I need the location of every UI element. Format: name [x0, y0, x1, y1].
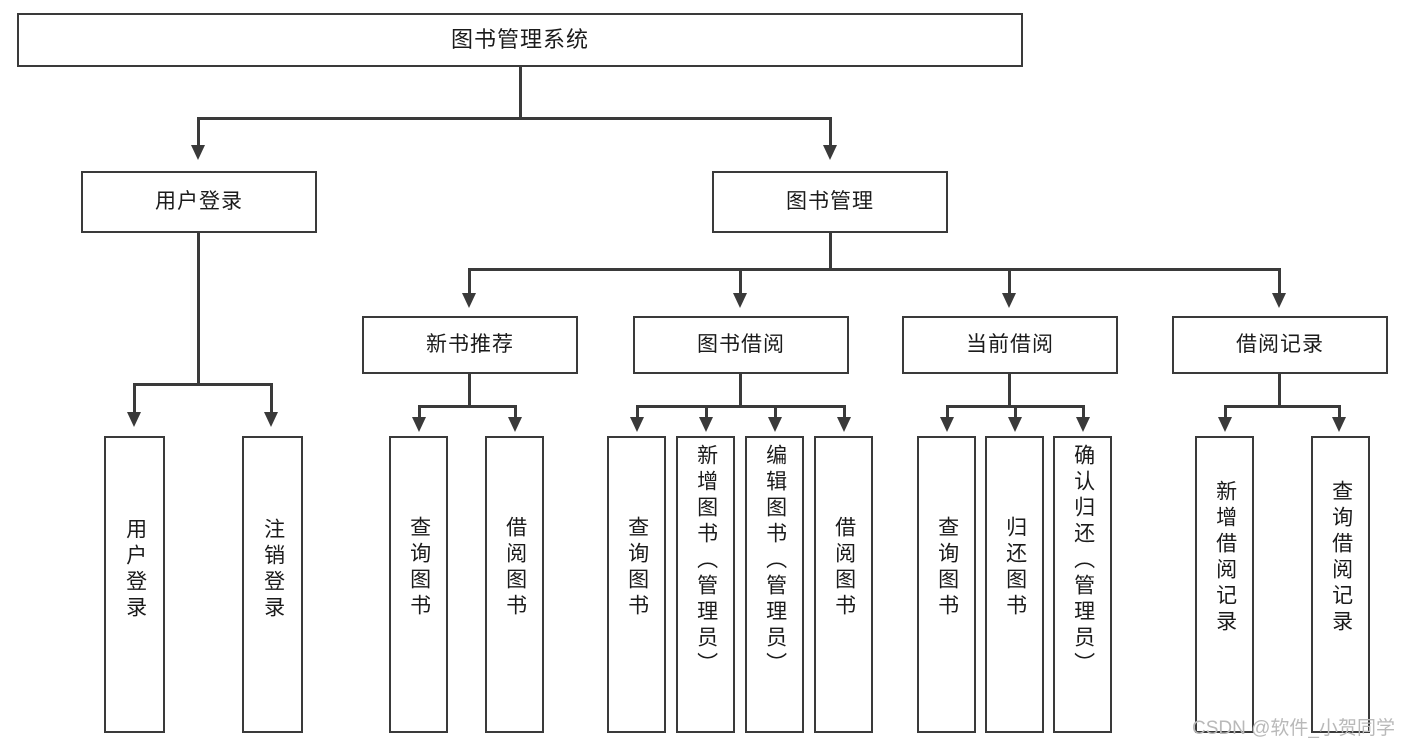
arrow-leaf-user-login	[127, 412, 141, 427]
connector-drop-book-borrow	[739, 268, 742, 295]
node-label: 查询图书	[407, 516, 431, 620]
leaf-cb-query-book[interactable]: 查询图书	[917, 436, 976, 733]
arrow-new-book	[462, 293, 476, 308]
arrow-cb-return	[1008, 417, 1022, 432]
arrow-bb-borrow	[837, 417, 851, 432]
arrow-bb-edit	[768, 417, 782, 432]
node-label: 编辑图书（管理员）	[763, 444, 787, 678]
connector-drop-bb-borrow	[843, 405, 846, 419]
connector-book-borrow-stem	[739, 374, 742, 407]
connector-drop-cb-confirm	[1082, 405, 1085, 419]
connector-drop-leaf-logout	[270, 383, 273, 415]
arrow-leaf-logout	[264, 412, 278, 427]
leaf-logout[interactable]: 注销登录	[242, 436, 303, 733]
watermark-csdn: CSDN @软件_小贺同学	[1192, 718, 1395, 739]
connector-level2-bus	[197, 117, 832, 120]
leaf-br-add-record[interactable]: 新增借阅记录	[1195, 436, 1254, 733]
arrow-borrow-records	[1272, 293, 1286, 308]
connector-borrow-records-bus	[1224, 405, 1341, 408]
arrow-book-borrow	[733, 293, 747, 308]
node-new-book-recommend[interactable]: 新书推荐	[362, 316, 578, 374]
node-label: 归还图书	[1003, 516, 1027, 620]
connector-drop-user-login	[197, 117, 200, 147]
connector-drop-new-book	[468, 268, 471, 295]
node-label: 用户登录	[123, 518, 147, 622]
arrow-current-borrow	[1002, 293, 1016, 308]
connector-root-stem	[519, 67, 522, 118]
connector-drop-book-mgmt	[829, 117, 832, 147]
arrow-nb-borrow	[508, 417, 522, 432]
connector-drop-leaf-user-login	[133, 383, 136, 415]
connector-level3-bus	[468, 268, 1280, 271]
arrow-bb-query	[630, 417, 644, 432]
connector-borrow-records-stem	[1278, 374, 1281, 407]
node-current-borrow[interactable]: 当前借阅	[902, 316, 1118, 374]
arrow-cb-confirm	[1076, 417, 1090, 432]
node-label: 借阅记录	[1236, 332, 1324, 356]
node-label: 新书推荐	[426, 332, 514, 356]
node-label: 借阅图书	[832, 516, 856, 620]
node-user-login[interactable]: 用户登录	[81, 171, 317, 233]
connector-drop-bb-add	[705, 405, 708, 419]
node-root-system[interactable]: 图书管理系统	[17, 13, 1023, 67]
leaf-nb-query-book[interactable]: 查询图书	[389, 436, 448, 733]
leaf-br-query-record[interactable]: 查询借阅记录	[1311, 436, 1370, 733]
leaf-cb-return-book[interactable]: 归还图书	[985, 436, 1044, 733]
leaf-bb-borrow-book[interactable]: 借阅图书	[814, 436, 873, 733]
connector-drop-current-borrow	[1008, 268, 1011, 295]
arrow-br-query	[1332, 417, 1346, 432]
node-label: 图书管理系统	[450, 27, 589, 53]
node-label: 图书管理	[786, 189, 874, 213]
connector-drop-br-add	[1224, 405, 1227, 419]
node-label: 查询图书	[625, 516, 649, 620]
node-book-borrow[interactable]: 图书借阅	[633, 316, 849, 374]
node-label: 新增图书（管理员）	[694, 444, 718, 678]
node-label: 查询图书	[935, 516, 959, 620]
connector-drop-nb-borrow	[514, 405, 517, 419]
connector-user-login-stem	[197, 233, 200, 385]
arrow-book-mgmt	[823, 145, 837, 160]
leaf-bb-edit-book[interactable]: 编辑图书（管理员）	[745, 436, 804, 733]
arrow-nb-query	[412, 417, 426, 432]
node-label: 查询借阅记录	[1329, 480, 1353, 636]
connector-new-book-bus	[418, 405, 517, 408]
leaf-nb-borrow-book[interactable]: 借阅图书	[485, 436, 544, 733]
connector-current-borrow-stem	[1008, 374, 1011, 407]
node-book-management[interactable]: 图书管理	[712, 171, 948, 233]
node-label: 当前借阅	[966, 332, 1054, 356]
node-label: 注销登录	[261, 518, 285, 622]
leaf-user-login[interactable]: 用户登录	[104, 436, 165, 733]
connector-new-book-stem	[468, 374, 471, 407]
leaf-bb-add-book[interactable]: 新增图书（管理员）	[676, 436, 735, 733]
arrow-cb-query	[940, 417, 954, 432]
connector-drop-bb-edit	[774, 405, 777, 419]
node-borrow-records[interactable]: 借阅记录	[1172, 316, 1388, 374]
node-label: 借阅图书	[503, 516, 527, 620]
connector-user-login-bus	[133, 383, 272, 386]
node-label: 确认归还（管理员）	[1071, 444, 1095, 678]
connector-drop-bb-query	[636, 405, 639, 419]
connector-drop-nb-query	[418, 405, 421, 419]
leaf-cb-confirm-return[interactable]: 确认归还（管理员）	[1053, 436, 1112, 733]
connector-book-borrow-bus	[636, 405, 845, 408]
connector-drop-cb-query	[946, 405, 949, 419]
leaf-bb-query-book[interactable]: 查询图书	[607, 436, 666, 733]
arrow-user-login	[191, 145, 205, 160]
node-label: 新增借阅记录	[1213, 480, 1237, 636]
arrow-bb-add	[699, 417, 713, 432]
arrow-br-add	[1218, 417, 1232, 432]
connector-drop-br-query	[1338, 405, 1341, 419]
node-label: 用户登录	[155, 189, 243, 213]
connector-drop-borrow-records	[1278, 268, 1281, 295]
node-label: 图书借阅	[697, 332, 785, 356]
connector-drop-cb-return	[1014, 405, 1017, 419]
connector-book-mgmt-stem	[829, 233, 832, 270]
